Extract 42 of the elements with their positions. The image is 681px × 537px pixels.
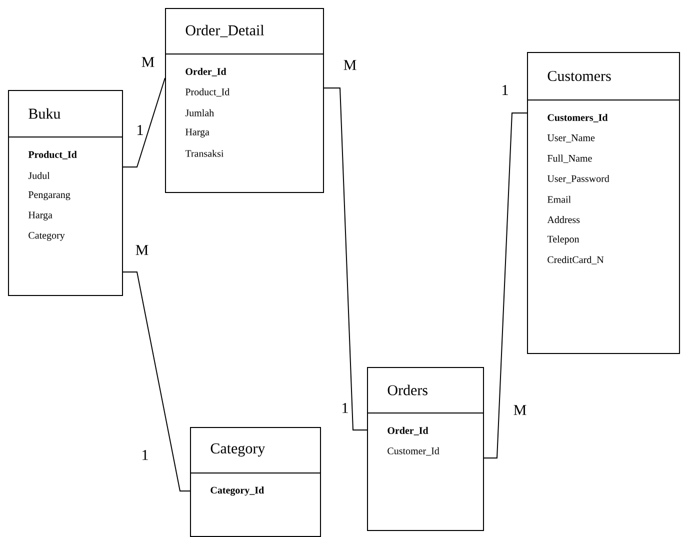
attribute-text: User_Name xyxy=(547,134,595,142)
attribute-text: Harga xyxy=(185,128,210,138)
relationship-line xyxy=(484,112,528,458)
entity-table xyxy=(190,426,321,537)
cardinality-label: 1 xyxy=(342,403,348,413)
cardinality-label: 1 xyxy=(502,85,508,95)
entity-table xyxy=(164,8,324,193)
key-attribute: Customers_Id xyxy=(548,114,608,122)
key-attribute: Category_Id xyxy=(210,486,264,496)
attribute-text: Product_Id xyxy=(185,88,230,96)
cardinality-label: 1 xyxy=(138,125,143,135)
relationship-line xyxy=(324,87,368,430)
cardinality-label: M xyxy=(142,57,154,67)
attribute-text: Full_Name xyxy=(547,154,592,163)
attribute-text: Category xyxy=(28,232,65,241)
attribute-text: Address xyxy=(547,216,580,224)
relationship-line xyxy=(122,271,190,492)
key-attribute: Order_Id xyxy=(186,68,226,76)
attribute-text: Transaksi xyxy=(185,150,224,157)
entity-table xyxy=(526,52,680,354)
entity-name: Buku xyxy=(28,108,60,119)
attribute-text: Jumlah xyxy=(185,109,214,116)
attribute-text: User_Password xyxy=(547,174,610,184)
entity-name: Orders xyxy=(388,384,428,396)
attribute-text: Harga xyxy=(28,212,52,220)
cardinality-label: M xyxy=(344,60,356,70)
entity-table xyxy=(366,366,484,531)
attribute-text: Judul xyxy=(28,172,50,179)
cardinality-label: 1 xyxy=(142,450,148,460)
key-attribute: Order_Id xyxy=(388,426,428,436)
attribute-text: CreditCard_N xyxy=(548,256,604,264)
entity-name: Customers xyxy=(548,70,611,82)
attribute-text: Email xyxy=(547,196,571,203)
cardinality-label: M xyxy=(514,405,526,415)
relationship-line xyxy=(122,78,166,168)
attribute-text: Telepon xyxy=(547,235,580,245)
entity-name: Category xyxy=(210,443,266,457)
attribute-text: Pengarang xyxy=(28,191,70,200)
key-attribute: Product_Id xyxy=(28,150,77,160)
attribute-text: Customer_Id xyxy=(388,447,440,456)
entity-table xyxy=(8,90,123,296)
entity-name: Order_Detail xyxy=(186,24,264,38)
